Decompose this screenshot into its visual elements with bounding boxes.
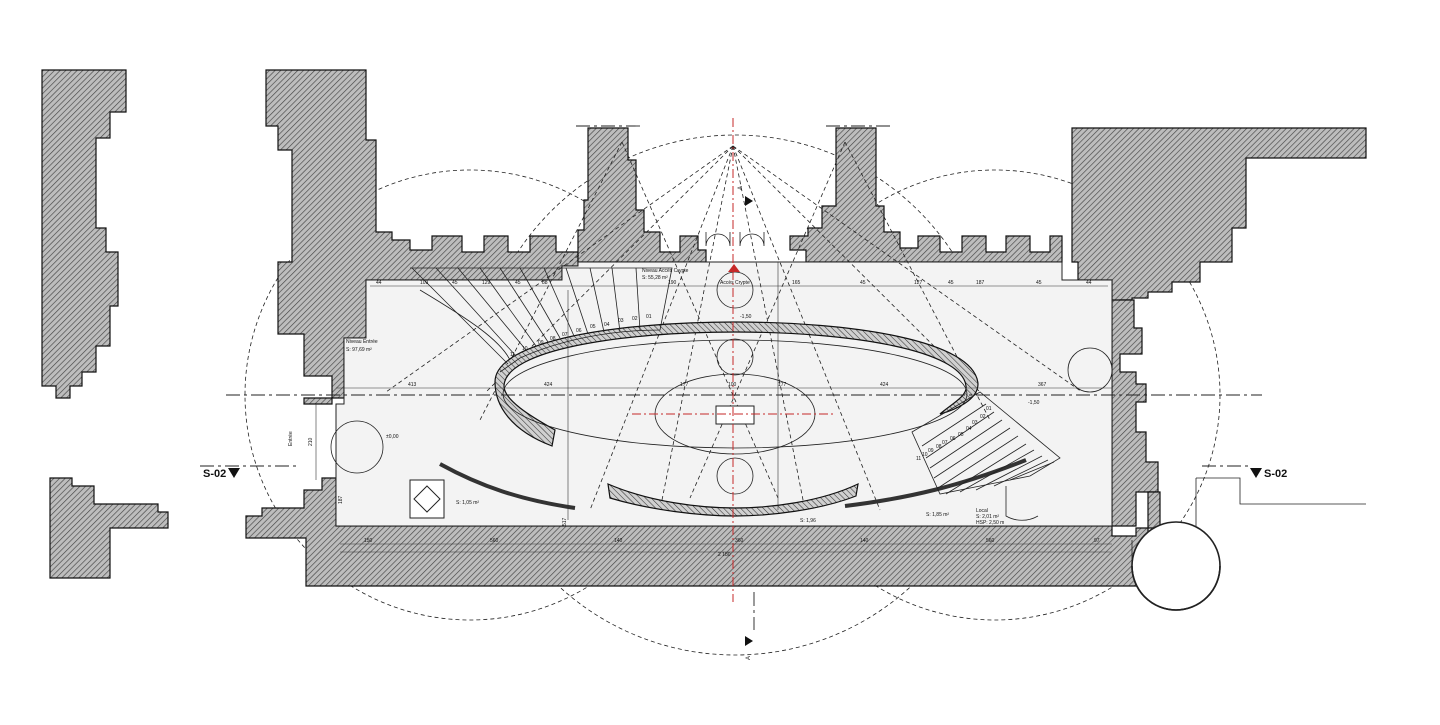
doors bbox=[330, 232, 1366, 611]
top-dimension-label: 109 bbox=[420, 280, 429, 286]
bottom-dimension-labels: 150 560 140 360 140 560 97 bbox=[364, 538, 1100, 544]
section-mark-right: S-02 bbox=[1264, 468, 1287, 480]
label-niveau-acces-crypte: Niveau Accès Crypte bbox=[642, 268, 689, 274]
bottom-dimension-label: 560 bbox=[490, 538, 499, 544]
section-mark-top: A bbox=[738, 186, 744, 190]
stair-step-number: 06 bbox=[950, 436, 956, 442]
top-dimension-label: 165 bbox=[792, 280, 801, 286]
stair-step-number: 08 bbox=[550, 336, 556, 342]
label-acces-crypte: Accès Crypte bbox=[720, 280, 750, 286]
bottom-dimension-label: 560 bbox=[986, 538, 995, 544]
stair-step-number: 10 bbox=[922, 452, 928, 458]
top-dimension-label: 88 bbox=[542, 280, 548, 286]
label-area-right: S: 1,85 m² bbox=[926, 512, 949, 518]
section-markers bbox=[228, 196, 1262, 646]
vertical-dimension-label: 210 bbox=[308, 437, 314, 446]
stair-step-number: 07 bbox=[562, 332, 568, 338]
bottom-dimension-label: 360 bbox=[735, 538, 744, 544]
axis-lines bbox=[200, 118, 1262, 630]
top-dimension-label: 187 bbox=[976, 280, 985, 286]
label-local: Local bbox=[976, 508, 988, 514]
stair-step-number: 01 bbox=[986, 406, 992, 412]
top-dimension-label: 45 bbox=[860, 280, 866, 286]
stair-step-number: 01 bbox=[646, 314, 652, 320]
bottom-dimension-label: 97 bbox=[1094, 538, 1100, 544]
stair-right bbox=[911, 391, 1061, 495]
label-niveau-entree: Niveau Entrée bbox=[346, 339, 378, 345]
label-niv-right: -1,50 bbox=[1028, 400, 1040, 406]
label-entree: Entrée bbox=[288, 431, 294, 446]
labels: S-02 S-02 A A Niveau Entrée S: 97,69 m² … bbox=[203, 186, 1287, 660]
mid-dimension-label: 424 bbox=[544, 382, 553, 388]
vertical-dimension-label: 187 bbox=[338, 495, 344, 504]
stair-left-step-numbers: 01 02 03 04 05 06 07 08 09 10 11 bbox=[510, 314, 652, 358]
label-local-hsp: HSP: 2,50 m bbox=[976, 520, 1004, 526]
top-dimension-label: 44 bbox=[1086, 280, 1092, 286]
stair-step-number: 08 bbox=[936, 444, 942, 450]
stair-step-number: 10 bbox=[522, 346, 528, 352]
label-area-left: S: 1,05 m² bbox=[456, 500, 479, 506]
dimension-lines bbox=[315, 262, 1112, 553]
stair-step-number: 09 bbox=[928, 448, 934, 454]
stair-step-number: 02 bbox=[632, 316, 638, 322]
stair-left bbox=[410, 267, 673, 373]
top-dimension-label: 45 bbox=[515, 280, 521, 286]
mid-dimension-label: 367 bbox=[1038, 382, 1047, 388]
label-local-area: S: 2,01 m² bbox=[976, 514, 999, 520]
top-dimension-label: 45 bbox=[1036, 280, 1042, 286]
mid-dimension-labels: 413 424 177 100 177 424 367 bbox=[408, 382, 1047, 388]
label-area-center: S: 1,96 bbox=[800, 518, 816, 524]
stair-step-number: 06 bbox=[576, 328, 582, 334]
label-bottom-total: 2 180 bbox=[718, 552, 731, 558]
bottom-dimension-label: 140 bbox=[860, 538, 869, 544]
main-wall bbox=[245, 69, 1367, 587]
mid-dimension-label: 177 bbox=[778, 382, 787, 388]
top-dimension-labels: 44 109 45 129 45 88 190 165 45 127 45 187 45 44 bbox=[376, 280, 1092, 286]
mid-dimension-label: 424 bbox=[880, 382, 889, 388]
stair-step-number: 04 bbox=[604, 322, 610, 328]
top-dimension-label: 129 bbox=[482, 280, 491, 286]
top-dimension-label: 44 bbox=[376, 280, 382, 286]
stair-step-number: 11 bbox=[510, 352, 515, 358]
vertical-dimension-label: 517 bbox=[562, 517, 568, 526]
stair-step-number: 03 bbox=[618, 318, 624, 324]
top-dimension-label: 190 bbox=[668, 280, 677, 286]
top-dimension-label: 45 bbox=[452, 280, 458, 286]
mid-dimension-label: 413 bbox=[408, 382, 417, 388]
left-building-mass bbox=[41, 69, 169, 579]
bottom-dimension-label: 140 bbox=[614, 538, 623, 544]
stair-step-number: 03 bbox=[972, 420, 978, 426]
label-niveau-entree-area: S: 97,69 m² bbox=[346, 347, 372, 353]
vertical-dimension-labels: 210 187 517 bbox=[308, 437, 568, 526]
stair-step-number: 11 bbox=[916, 456, 921, 462]
top-dimension-label: 45 bbox=[948, 280, 954, 286]
central-ellipses bbox=[439, 271, 1027, 517]
bottom-dimension-label: 150 bbox=[364, 538, 373, 544]
stair-step-number: 05 bbox=[958, 432, 964, 438]
stair-step-number: 02 bbox=[980, 414, 986, 420]
stair-step-number: 04 bbox=[966, 426, 972, 432]
top-dimension-label: 127 bbox=[914, 280, 923, 286]
section-mark-bottom: A bbox=[746, 656, 752, 660]
label-niv-zero: ±0,00 bbox=[386, 434, 399, 440]
stair-step-number: 07 bbox=[942, 440, 948, 446]
section-mark-left: S-02 bbox=[203, 468, 226, 480]
label-niv-top: -1,50 bbox=[740, 314, 752, 320]
label-niveau-acces-crypte-area: S: 55,28 m² bbox=[642, 275, 668, 281]
stair-step-number: 09 bbox=[538, 340, 544, 346]
mid-dimension-label: 100 bbox=[728, 382, 737, 388]
stair-step-number: 05 bbox=[590, 324, 596, 330]
interior-floor bbox=[335, 261, 1113, 527]
mid-dimension-label: 177 bbox=[680, 382, 689, 388]
